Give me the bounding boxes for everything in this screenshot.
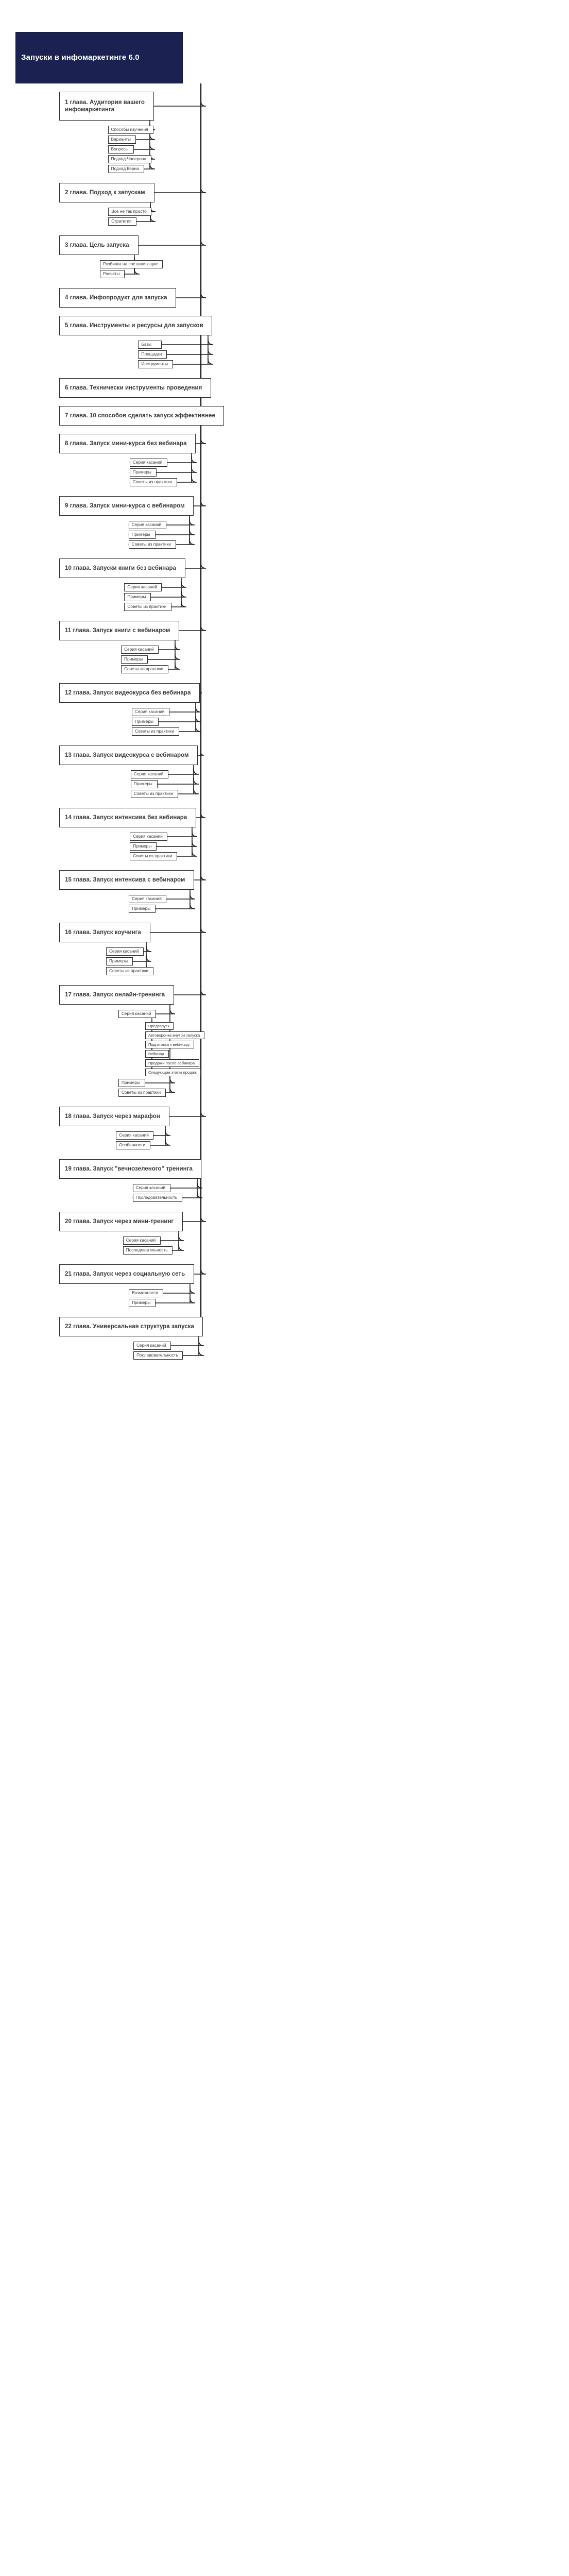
connector: [196, 804, 206, 818]
chapter-node-4[interactable]: 4 глава. Инфопродукт для запуска: [59, 288, 176, 308]
chapter-node-11[interactable]: 11 глава. Запуск книги с вебинаром: [59, 621, 179, 640]
subtopic-node[interactable]: Серия касаний: [132, 1184, 170, 1192]
subtopic-node[interactable]: Особенности: [116, 1141, 151, 1149]
subtopic-node[interactable]: Советы из практики: [124, 603, 172, 611]
subtopic-node[interactable]: Серия касаний: [130, 833, 168, 841]
connector: [194, 493, 206, 506]
chapter-node-7[interactable]: 7 глава. 10 способов сделать запуск эффе…: [59, 406, 224, 426]
connector: [169, 1103, 206, 1117]
chapter-node-18[interactable]: 18 глава. Запуск через марафон: [59, 1107, 169, 1126]
subtopic-node[interactable]: Советы из практики: [118, 1089, 166, 1097]
subtopic-node[interactable]: Подход Керна: [108, 165, 144, 173]
connector: [198, 742, 204, 756]
subtopic-node[interactable]: Последовательность: [123, 1246, 173, 1255]
connector: [176, 284, 206, 298]
subtopic-node[interactable]: Разбивка на составляющие: [100, 260, 163, 268]
subtopic-node[interactable]: Серия касаний: [129, 459, 167, 467]
subtopic-node[interactable]: Советы из практики: [121, 665, 169, 673]
connector: [200, 680, 202, 693]
connector: [174, 981, 206, 995]
subtopic-node[interactable]: Советы из практики: [131, 727, 179, 736]
chapter-node-2[interactable]: 2 глава. Подход к запускам: [59, 183, 154, 202]
chapter-node-3[interactable]: 3 глава. Цель запуска: [59, 235, 139, 255]
connector: [150, 919, 206, 933]
subtopic-node[interactable]: Стратегия: [108, 217, 137, 226]
connector: [194, 1261, 206, 1275]
subtopic-node[interactable]: Последовательность: [133, 1351, 183, 1360]
subtopic-node[interactable]: Вопросы: [108, 145, 134, 154]
subtopic-node[interactable]: Примеры: [128, 531, 156, 539]
subtopic-node[interactable]: Примеры: [129, 468, 157, 477]
subsubtopic-node[interactable]: Следующие этапы продаж: [145, 1069, 201, 1076]
subtopic-node[interactable]: Инструменты: [138, 360, 174, 368]
connector: [194, 867, 206, 880]
subtopic-node[interactable]: Площадки: [138, 350, 167, 359]
subtopic-node[interactable]: Советы из практики: [128, 540, 176, 549]
subtopic-node[interactable]: Советы из практики: [106, 967, 154, 975]
root-node-title[interactable]: Запуски в инфомаркетинге 6.0: [15, 32, 183, 83]
subtopic-node[interactable]: Серия касаний: [106, 947, 144, 956]
subtopic-node[interactable]: Серия касаний: [123, 1236, 161, 1245]
subtopic-node[interactable]: Серия касаний: [128, 521, 166, 529]
subsubtopic-node[interactable]: Предзапуск: [145, 1022, 174, 1030]
chapter-node-12[interactable]: 12 глава. Запуск видеокурса без вебинара: [59, 683, 200, 703]
connector: [154, 179, 206, 193]
subtopic-node[interactable]: Советы из практики: [129, 478, 177, 486]
subtopic-node[interactable]: Базы: [138, 341, 162, 349]
subtopic-node[interactable]: Примеры: [130, 780, 158, 788]
subtopic-node[interactable]: Серия касаний: [130, 770, 168, 778]
subtopic-node[interactable]: Последовательность: [132, 1194, 182, 1202]
subtopic-node[interactable]: Примеры: [118, 1079, 145, 1087]
chapter-node-10[interactable]: 10 глава. Запуски книги без вебинара: [59, 558, 185, 578]
subtopic-node[interactable]: Все не так просто: [108, 208, 152, 216]
chapter-node-8[interactable]: 8 глава. Запуск мини-курса без вебинара: [59, 434, 196, 453]
subtopic-node[interactable]: Советы из практики: [130, 852, 178, 860]
chapter-node-16[interactable]: 16 глава. Запуск коучинга: [59, 923, 150, 942]
connector: [196, 430, 206, 444]
chapter-node-1[interactable]: 1 глава. Аудитория вашего инфомаркетинга: [59, 92, 154, 121]
chapter-node-19[interactable]: 19 глава. Запуск "вечнозеленого" тренинг…: [59, 1159, 201, 1179]
subtopic-node[interactable]: Возможности: [129, 1289, 164, 1297]
subtopic-node[interactable]: Примеры: [106, 957, 133, 965]
connector: [139, 232, 206, 246]
connector: [183, 1208, 206, 1222]
chapter-node-13[interactable]: 13 глава. Запуск видеокурса с вебинаром: [59, 745, 198, 765]
chapter-node-17[interactable]: 17 глава. Запуск онлайн-тренинга: [59, 985, 174, 1005]
subtopic-node[interactable]: Варианты: [108, 135, 136, 144]
subtopic-node[interactable]: Серия касаний: [124, 583, 162, 591]
subtopic-node[interactable]: Серия касаний: [116, 1131, 154, 1140]
subtopic-node[interactable]: Примеры: [129, 905, 156, 913]
chapter-node-22[interactable]: 22 глава. Универсальная структура запуск…: [59, 1317, 203, 1336]
subsubtopic-node[interactable]: Подготовка к вебинару: [145, 1041, 194, 1048]
chapter-node-5[interactable]: 5 глава. Инструменты и ресурсы для запус…: [59, 316, 212, 335]
chapter-node-15[interactable]: 15 глава. Запуск интенсива с вебинаром: [59, 870, 194, 890]
subtopic-node[interactable]: Серия касаний: [129, 895, 167, 903]
connector: [154, 93, 206, 107]
connector: [185, 555, 206, 569]
subtopic-node[interactable]: Серия касаний: [131, 708, 169, 716]
subtopic-node[interactable]: Серия касаний: [118, 1010, 156, 1018]
subtopic-node[interactable]: Серия касаний: [121, 646, 159, 654]
subsubtopic-node[interactable]: Продажи после вебинара: [145, 1059, 199, 1067]
subtopic-node[interactable]: Примеры: [131, 718, 159, 726]
subtopic-node[interactable]: Советы из практики: [130, 790, 178, 798]
subtopic-node[interactable]: Способы изучения: [108, 126, 153, 134]
subtopic-node[interactable]: Примеры: [130, 842, 157, 851]
chapter-node-20[interactable]: 20 глава. Запуск через мини-тренинг: [59, 1212, 183, 1231]
subtopic-node[interactable]: Серия касаний: [133, 1342, 171, 1350]
subtopic-node[interactable]: Расчеты: [100, 270, 125, 278]
subtopic-node[interactable]: Примеры: [129, 1299, 156, 1307]
subsubtopic-node[interactable]: Автоворонка внутри запуска: [145, 1031, 204, 1039]
connector: [179, 617, 206, 631]
subsubtopic-node[interactable]: Вебинар: [145, 1050, 169, 1058]
subtopic-node[interactable]: Подход Чаперона: [108, 155, 151, 163]
chapter-node-6[interactable]: 6 глава. Технически инструменты проведен…: [59, 378, 211, 398]
chapter-node-9[interactable]: 9 глава. Запуск мини-курса с вебинаром: [59, 496, 194, 516]
subtopic-node[interactable]: Примеры: [124, 593, 151, 601]
chapter-node-14[interactable]: 14 глава. Запуск интенсива без вебинара: [59, 808, 196, 827]
chapter-node-21[interactable]: 21 глава. Запуск через социальную сеть: [59, 1264, 194, 1284]
subtopic-node[interactable]: Примеры: [121, 655, 148, 664]
